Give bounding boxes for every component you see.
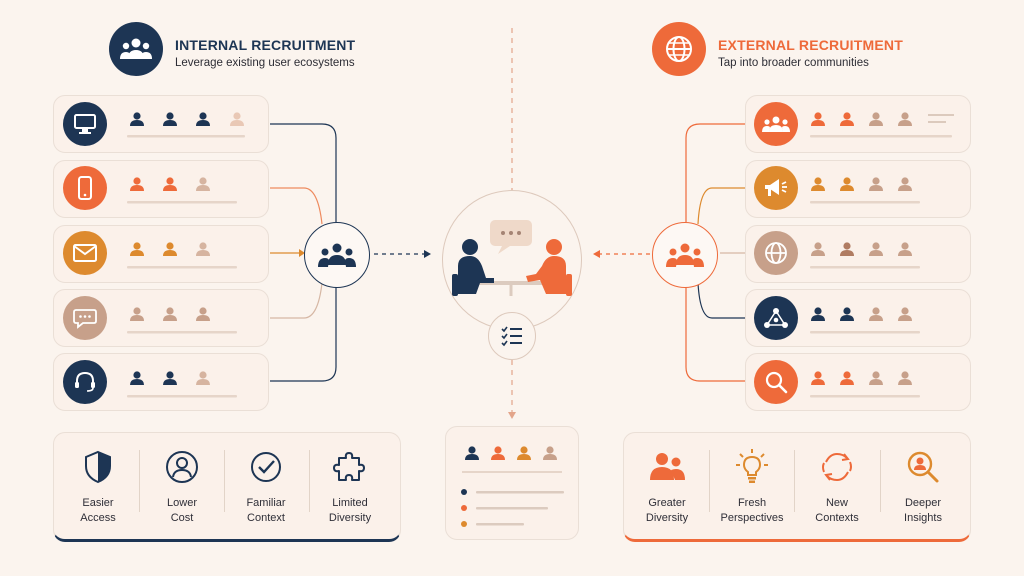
users-icon [120, 38, 152, 59]
group-icon [650, 453, 685, 480]
user-coin-icon [166, 451, 198, 483]
smartphone-icon [63, 166, 107, 210]
speech-bubble-icon [490, 220, 532, 254]
magnifier-icon [754, 360, 798, 404]
monitor-icon [63, 102, 107, 146]
megaphone-icon [754, 166, 798, 210]
benefit-divider [309, 450, 310, 512]
globe-icon [666, 36, 692, 62]
cycle-arrows-icon [822, 452, 852, 482]
external-benefits-card [623, 432, 971, 542]
interviewer-figure [452, 239, 494, 296]
interview-illustration [452, 220, 572, 296]
lightbulb-icon [736, 449, 768, 483]
benefit-divider [709, 450, 710, 512]
participant-summary-card [445, 426, 579, 540]
check-circle-icon [251, 452, 281, 482]
internal-header-icon [109, 22, 163, 76]
benefit-divider [224, 450, 225, 512]
benefit-divider [794, 450, 795, 512]
internal-subtitle: Leverage existing user ecosystems [175, 57, 355, 69]
benefit-divider [880, 450, 881, 512]
external-hub-group-icon [652, 222, 718, 288]
headset-icon [63, 360, 107, 404]
internal-hub-group-icon [304, 222, 370, 288]
internal-benefits-card [53, 432, 401, 542]
external-title: EXTERNAL RECRUITMENT [718, 37, 903, 53]
benefit-divider [139, 450, 140, 512]
network-icon [754, 296, 798, 340]
community-icon [754, 102, 798, 146]
chat-bubble-icon [63, 296, 107, 340]
globe-icon [754, 231, 798, 275]
external-header-icon [652, 22, 706, 76]
envelope-icon [63, 231, 107, 275]
magnifier-person-icon [907, 451, 939, 483]
candidate-figure [526, 239, 572, 296]
external-subtitle: Tap into broader communities [718, 57, 869, 69]
shield-icon [85, 450, 111, 484]
internal-title: INTERNAL RECRUITMENT [175, 37, 356, 53]
checklist-icon [488, 312, 536, 360]
puzzle-icon [333, 452, 365, 481]
